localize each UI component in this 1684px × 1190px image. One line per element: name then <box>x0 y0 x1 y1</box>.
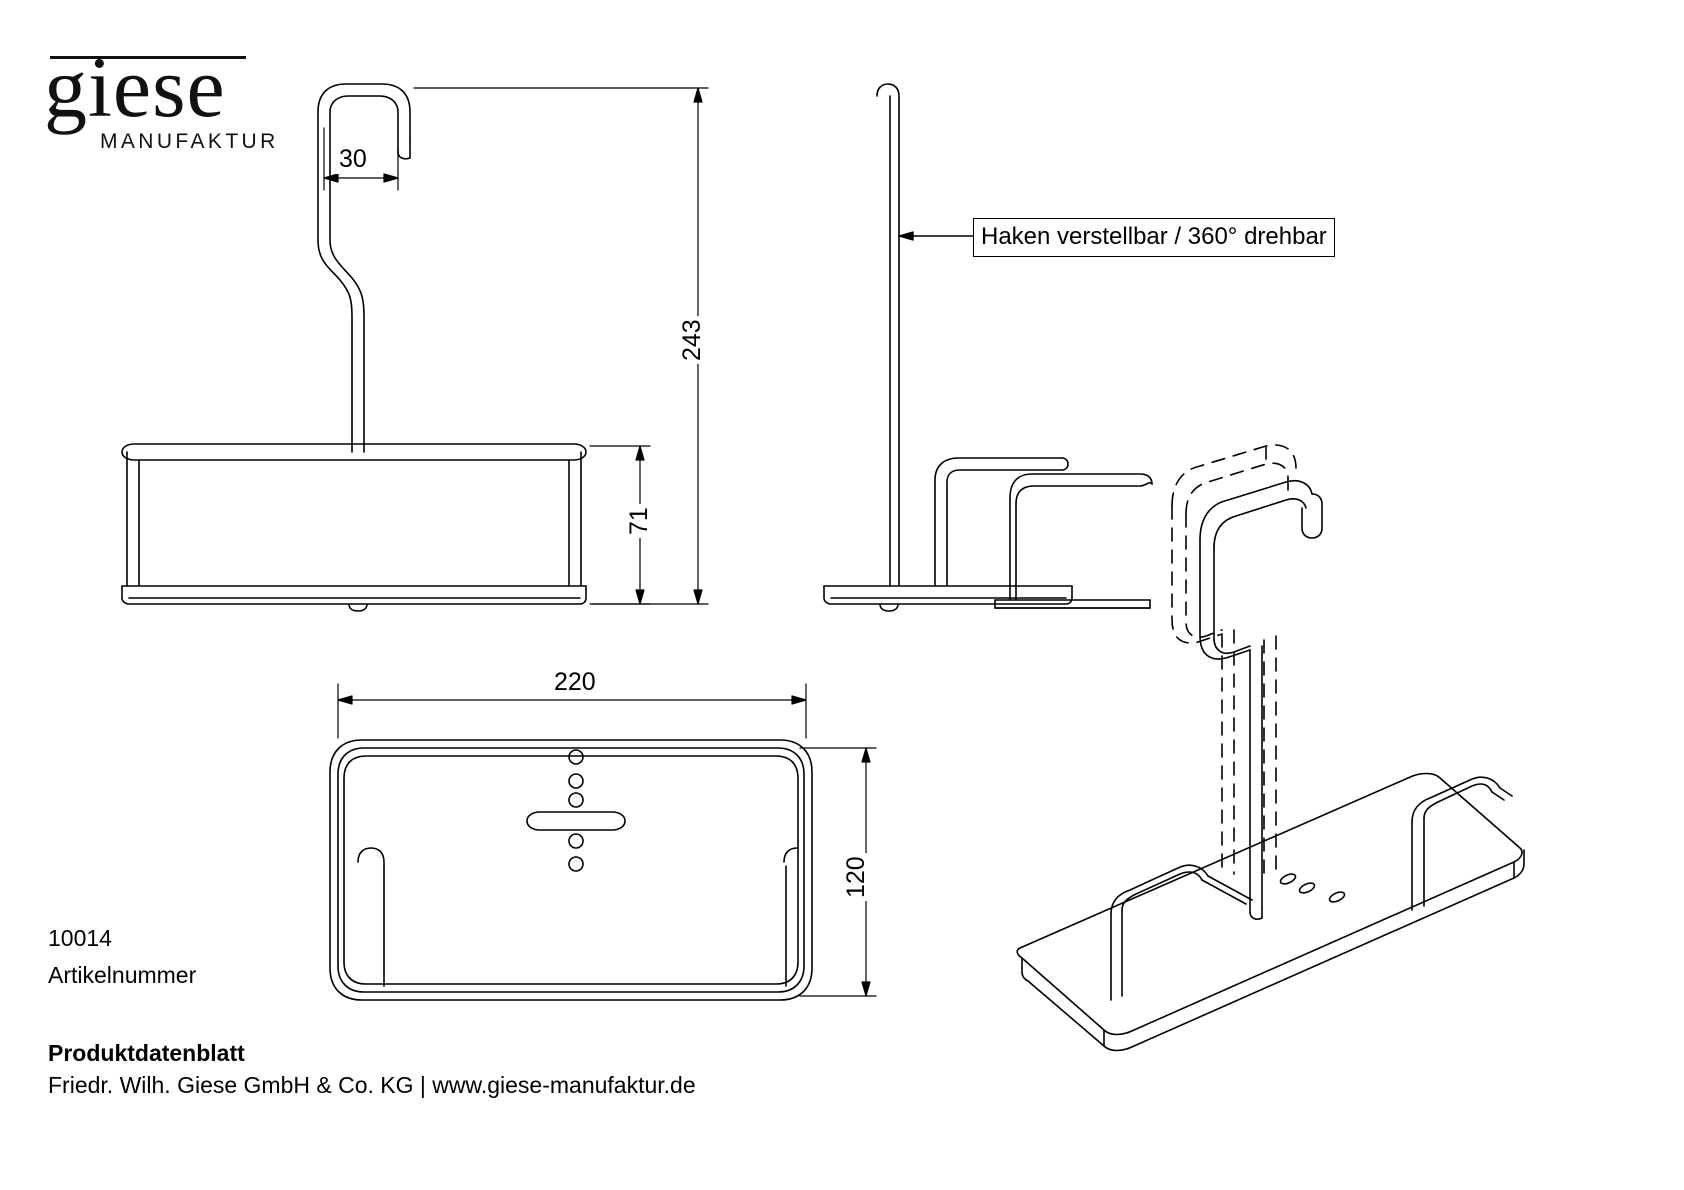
side-bracket-inner <box>946 469 1063 587</box>
iso-hook-lower-bend-inner <box>1213 547 1251 654</box>
front-stem-inner <box>329 111 365 453</box>
article-number-value: 10014 <box>48 925 112 951</box>
iso-hook-top-inner <box>1213 498 1307 549</box>
front-hook-inner-left <box>329 95 399 153</box>
iso-rim-front-bend-outer <box>1110 864 1209 915</box>
dimension-220 <box>337 683 807 739</box>
dimension-label-30: 30 <box>336 145 370 174</box>
iso-alt-lower-bend-outer <box>1171 505 1223 644</box>
callout-arrow <box>898 231 914 241</box>
front-hook-tip <box>397 139 411 160</box>
top-hole-4 <box>568 833 584 849</box>
isometric-view <box>994 444 1525 1052</box>
iso-rim-rear-bend-outer <box>1411 776 1501 823</box>
dim220-arrow-right <box>791 695 807 705</box>
iso-rim-front-run-inner <box>1201 879 1247 905</box>
top-hole-2 <box>568 773 584 789</box>
dim120-arrow-top <box>861 747 871 763</box>
hook-callout-box: Haken verstellbar / 360° drehbar <box>973 218 1335 257</box>
iso-plate-top-face <box>1016 772 1523 1036</box>
dim30-arrow-left <box>323 173 339 183</box>
front-shelf-plate <box>121 585 587 605</box>
top-left-hairpin <box>357 847 385 987</box>
front-shelf-nub <box>348 603 368 612</box>
iso-hook-alternate-position <box>1171 444 1297 881</box>
logo-wordmark: giese <box>44 39 226 135</box>
top-plate-outline-inner2 <box>343 755 799 985</box>
iso-rim-rear-bend-inner <box>1423 783 1493 819</box>
logo-rule <box>50 56 246 59</box>
dimension-label-243: 243 <box>678 316 707 364</box>
side-rod-outer <box>876 83 900 587</box>
giese-logo: giese MANUFAKTUR <box>44 34 275 153</box>
iso-rim-front-run-outer <box>1207 875 1253 901</box>
side-shelf-nub <box>879 603 899 612</box>
dimension-label-220: 220 <box>551 668 599 697</box>
iso-hook-tip <box>1301 493 1323 539</box>
side-view <box>823 83 1073 612</box>
iso-post-foot <box>1249 907 1263 920</box>
top-hole-3 <box>568 792 584 808</box>
iso-detail-bracket-inner <box>1015 481 1153 505</box>
top-hole-1 <box>568 749 584 765</box>
callout-leader <box>898 231 974 241</box>
article-number-label: Artikelnummer <box>48 962 197 988</box>
dim220-arrow-left <box>337 695 353 705</box>
front-basket-top-rail <box>121 443 587 461</box>
iso-hook-lower-bend-outer <box>1199 539 1251 660</box>
iso-plate-hole-1 <box>1279 873 1297 885</box>
iso-detail-bracket-outer <box>1009 473 1153 499</box>
iso-alt-lower-bend-inner <box>1185 513 1223 638</box>
front-hook-outer-left <box>317 83 411 141</box>
dim30-arrow-right <box>383 173 399 183</box>
side-bracket-outer <box>934 457 1063 587</box>
side-shelf-plate <box>823 585 1073 605</box>
front-view <box>121 83 587 612</box>
iso-alt-top-bend-inner <box>1185 462 1289 515</box>
dimension-label-71: 71 <box>625 504 654 538</box>
top-plate-outline <box>329 739 813 1001</box>
footer-company-line: Friedr. Wilh. Giese GmbH & Co. KG | www.… <box>48 1072 696 1098</box>
iso-rim-front-bend-inner <box>1121 871 1203 911</box>
iso-hook-top-outer <box>1199 479 1313 541</box>
dimension-label-120: 120 <box>842 853 871 901</box>
footer-title: Produktdatenblatt <box>48 1040 245 1066</box>
dim71-arrow-bottom <box>635 589 645 605</box>
top-hole-5 <box>568 856 584 872</box>
side-bracket-cap <box>1061 457 1069 471</box>
front-stem-outer <box>317 111 353 453</box>
iso-rim-rear-cap-b <box>1491 791 1505 801</box>
iso-plate-side-face <box>1021 849 1525 1052</box>
dim243-arrow-bottom <box>693 589 703 605</box>
iso-plate-hole-2 <box>1298 882 1316 894</box>
iso-alt-top-bend-outer <box>1171 444 1297 507</box>
logo-subtitle: MANUFAKTUR <box>100 130 279 153</box>
iso-plate-hole-3 <box>1328 891 1346 903</box>
dim120-arrow-bottom <box>861 981 871 997</box>
dim243-arrow-top <box>693 87 703 103</box>
dim71-arrow-top <box>635 445 645 461</box>
top-right-hairpin-a <box>783 847 798 863</box>
iso-rim-rear-cap-a <box>1499 787 1513 797</box>
dimension-243 <box>413 87 709 605</box>
dimension-30 <box>323 127 399 191</box>
top-view <box>329 739 813 1001</box>
top-adjustment-slot <box>526 811 626 831</box>
top-plate-outline-inner <box>337 747 805 993</box>
